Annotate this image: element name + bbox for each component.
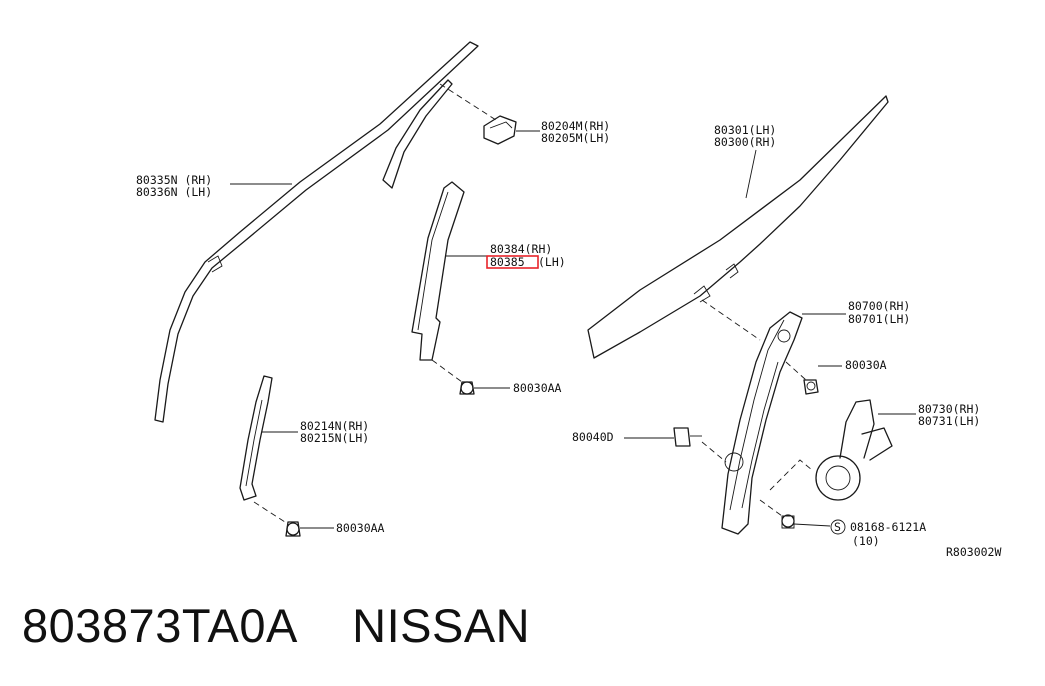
screw-s-symbol-letter: S	[834, 520, 841, 534]
label-08168-qty: (10)	[852, 534, 880, 548]
screw-08168	[781, 514, 795, 529]
label-80215n-lh: 80215N(LH)	[300, 431, 369, 445]
footer-caption: 803873TA0A NISSAN	[22, 598, 530, 653]
door-sash-molding	[154, 41, 479, 423]
clip-dashed-link	[439, 83, 497, 121]
bolt-80030aa-upper	[459, 381, 475, 395]
label-80335n-rh: 80335N (RH)	[136, 173, 212, 187]
diagram-ref-code: R803002W	[946, 545, 1001, 559]
label-80731-lh: 80731(LH)	[918, 414, 980, 428]
rear-channel-dashed-link	[253, 501, 289, 525]
door-glass	[587, 95, 889, 359]
label-80300-rh: 80300(RH)	[714, 135, 776, 149]
footer-brand: NISSAN	[352, 599, 531, 652]
label-08168-6121a: 08168-6121A	[850, 520, 926, 534]
regulator-motor	[815, 399, 893, 501]
leader-80301	[745, 149, 757, 199]
bolt-80040d	[673, 427, 702, 447]
rear-lower-channel	[239, 375, 273, 501]
label-80040d: 80040D	[572, 430, 614, 444]
label-80301-lh: 80301(LH)	[714, 123, 776, 137]
glass-dashed-link	[701, 299, 761, 341]
label-80030aa-upper: 80030AA	[513, 381, 562, 395]
regulator-dashed-link	[769, 459, 813, 491]
label-80205m-lh: 80205M(LH)	[541, 131, 610, 145]
label-80730-rh: 80730(RH)	[918, 402, 980, 416]
screw-s-symbol	[830, 519, 846, 535]
label-80204m-rh: 80204M(RH)	[541, 119, 610, 133]
label-80384-rh: 80384(RH)	[490, 242, 552, 256]
label-80214n-rh: 80214N(RH)	[300, 419, 369, 433]
window-regulator	[721, 311, 803, 535]
label-80385-code: 80385	[490, 255, 525, 269]
label-80701-lh: 80701(LH)	[848, 312, 910, 326]
highlight-box-80385	[486, 255, 539, 269]
bolt-80040d-dashed-link	[701, 441, 727, 463]
label-80336n-lh: 80336N (LH)	[136, 185, 212, 199]
footer-part-number: 803873TA0A	[22, 599, 298, 652]
channel-dashed-link	[431, 359, 463, 383]
screw-dashed-link	[759, 499, 783, 517]
upper-sash-trim	[382, 79, 453, 189]
bolt-80030aa-lower	[285, 521, 301, 537]
label-80385-side: (LH)	[538, 255, 566, 269]
glass-run-channel	[411, 181, 465, 361]
label-80030a: 80030A	[845, 358, 887, 372]
label-80700-rh: 80700(RH)	[848, 299, 910, 313]
molding-clip	[483, 115, 517, 145]
leader-08168	[793, 523, 831, 527]
bolt-80030a	[803, 379, 819, 395]
bolt-80030a-dashed-link	[785, 361, 807, 381]
label-80030aa-lower: 80030AA	[336, 521, 385, 535]
